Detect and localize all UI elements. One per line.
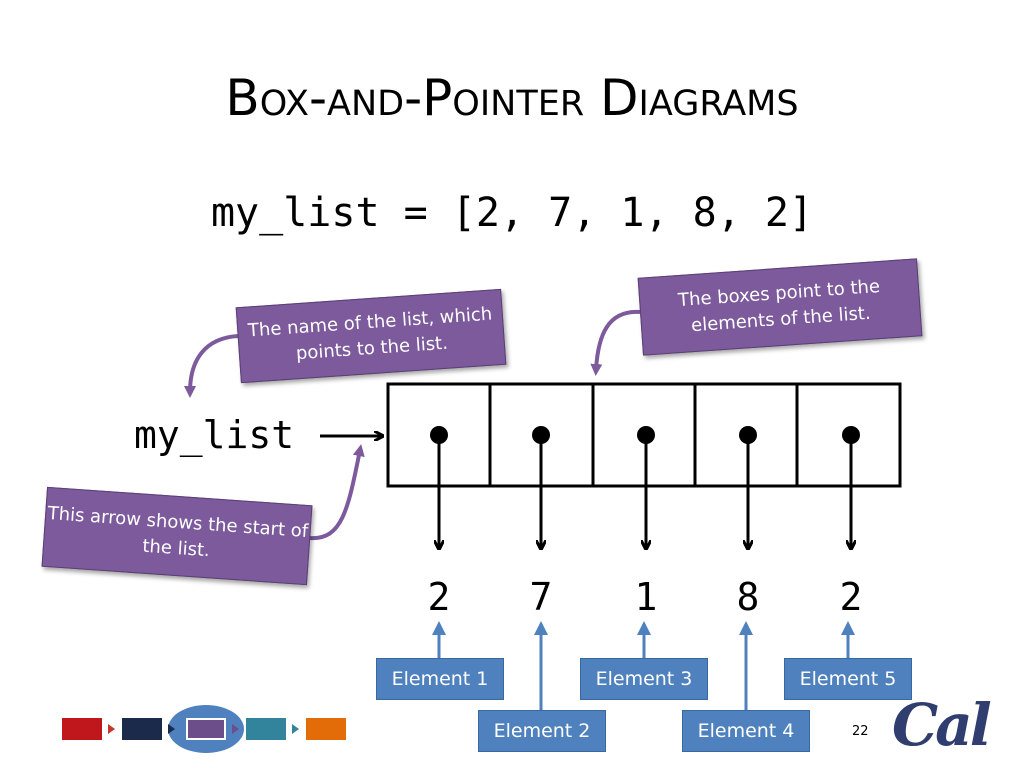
- boxes-callout-arrow: [590, 309, 641, 376]
- nav-arrow-icon: [168, 724, 175, 734]
- variable-name: my_list: [134, 413, 295, 457]
- list-outline: [386, 382, 902, 488]
- nav-box-4[interactable]: [246, 718, 286, 740]
- value-5: 2: [839, 575, 863, 619]
- nav-box-3-current[interactable]: [186, 718, 226, 740]
- slide-title: Box-and-Pointer Diagrams: [225, 69, 799, 127]
- nav-box-2[interactable]: [122, 718, 162, 740]
- name-callout-arrow: [184, 334, 239, 398]
- element-label-1: Element 1: [376, 658, 504, 700]
- value-1: 2: [427, 575, 451, 619]
- nav-arrow-icon: [292, 724, 299, 734]
- element-label-5: Element 5: [784, 658, 912, 700]
- start-callout-arrow: [309, 444, 365, 541]
- list-boxes: [386, 382, 902, 488]
- nav-arrow-icon: [232, 724, 239, 734]
- value-3: 1: [634, 575, 658, 619]
- code-line: my_list = [2, 7, 1, 8, 2]: [210, 190, 814, 236]
- page-number: 22: [852, 724, 869, 739]
- element-label-2: Element 2: [478, 710, 606, 752]
- cal-logo: Cal: [892, 691, 992, 759]
- nav-box-5[interactable]: [306, 718, 346, 740]
- nav-arrow-icon: [108, 724, 115, 734]
- element-label-4: Element 4: [682, 710, 810, 752]
- value-4: 8: [736, 575, 760, 619]
- value-2: 7: [529, 575, 553, 619]
- element-pointers: [430, 426, 860, 548]
- nav-box-1[interactable]: [62, 718, 102, 740]
- element-label-3: Element 3: [580, 658, 708, 700]
